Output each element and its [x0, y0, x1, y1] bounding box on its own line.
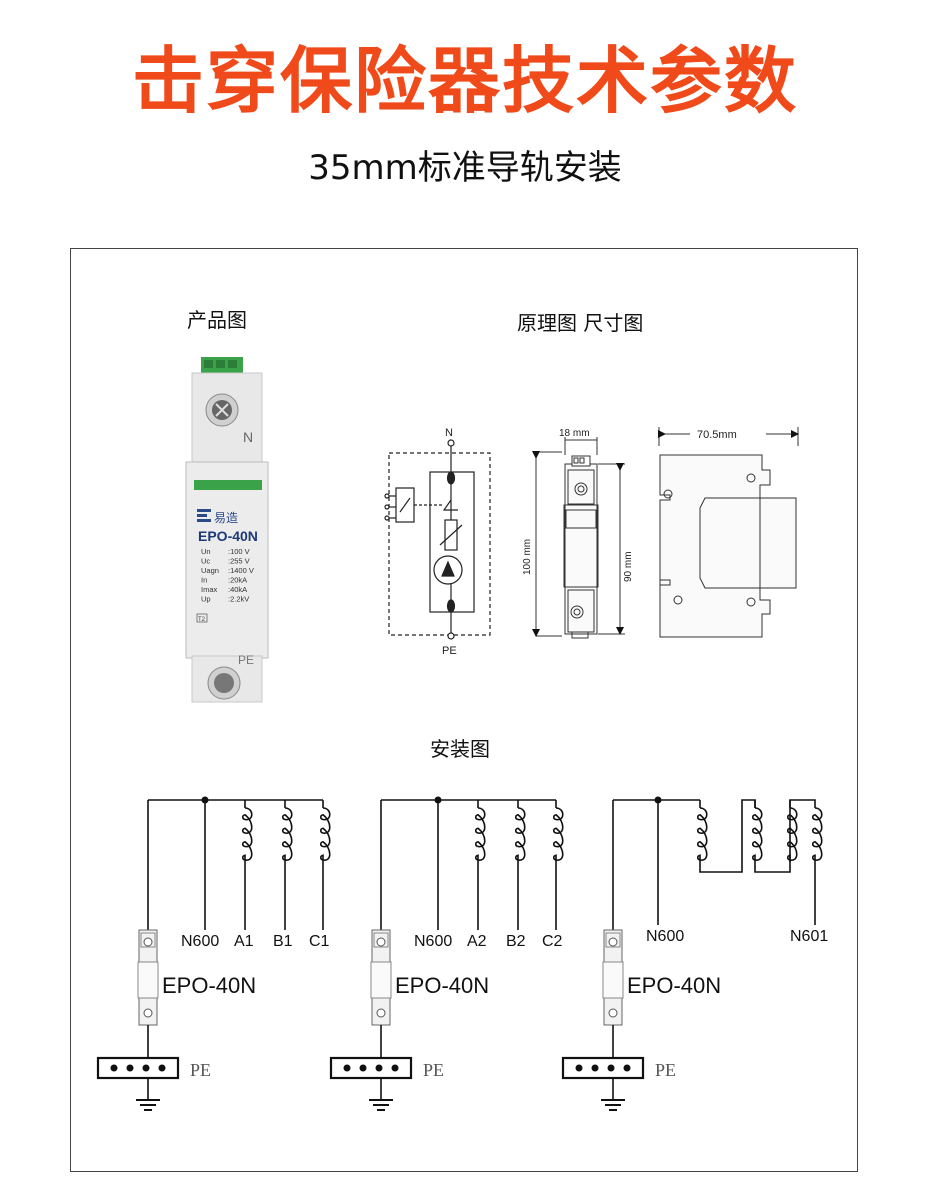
schematic-label-n: N	[445, 427, 453, 439]
install-pe-label: PE	[423, 1060, 444, 1080]
install-label: N600	[181, 933, 219, 950]
coil-icon	[474, 807, 486, 862]
install-label: N600	[646, 928, 684, 945]
coil-icon	[514, 807, 526, 862]
install-pe-label: PE	[655, 1060, 676, 1080]
spec-value: :40kA	[228, 585, 247, 594]
dim-width-front: 18 mm	[559, 428, 590, 439]
page-subtitle: 35mm标准导轨安装	[308, 148, 622, 188]
install-label: N600	[414, 933, 452, 950]
pe-busbar	[329, 1056, 413, 1080]
dim-height-body: 90 mm	[623, 551, 634, 582]
product-terminal-n: N	[243, 429, 253, 445]
schematic-label-pe: PE	[442, 645, 457, 657]
install-label: A1	[234, 933, 254, 950]
product-brand: 易造	[214, 511, 238, 525]
coil-icon	[696, 807, 708, 862]
coil-icon	[241, 807, 253, 862]
page-title: 击穿保险器技术参数	[131, 39, 798, 123]
install-label: B1	[273, 933, 293, 950]
dim-height-total: 100 mm	[522, 539, 533, 575]
spec-key: Imax	[201, 585, 218, 594]
spec-value: :1400 V	[228, 566, 254, 575]
spec-value: :100 V	[228, 547, 250, 556]
spec-key: Un	[201, 547, 211, 556]
coil-icon	[552, 807, 564, 862]
coil-icon	[319, 807, 331, 862]
dim-depth: 70.5mm	[697, 429, 737, 441]
install-label: B2	[506, 933, 526, 950]
install-label: C2	[542, 933, 563, 950]
install-pe-label: PE	[190, 1060, 211, 1080]
product-class-badge: T2	[198, 617, 206, 623]
spec-value: :20kA	[228, 576, 247, 585]
schematic	[384, 439, 491, 640]
spec-key: Uc	[201, 557, 210, 566]
install-device-label: EPO-40N	[627, 973, 721, 998]
coil-icon	[281, 807, 293, 862]
green-indicator	[194, 480, 262, 490]
install-device-label: EPO-40N	[162, 973, 256, 998]
install-label: C1	[309, 933, 330, 950]
pe-busbar	[96, 1056, 180, 1080]
install-device-label: EPO-40N	[395, 973, 489, 998]
coil-icon	[786, 807, 798, 862]
coil-icon	[811, 807, 823, 862]
spec-value: :2.2kV	[228, 595, 249, 604]
diagram-frame	[70, 248, 858, 1172]
product-terminal-pe: PE	[238, 653, 254, 667]
spec-key: Up	[201, 595, 211, 604]
dimension-side-view	[658, 427, 799, 638]
section-label-product: 产品图	[187, 308, 247, 332]
install-label: N601	[790, 928, 828, 945]
coil-icon	[751, 807, 763, 862]
product-photo: N 易造 EPO-40N Un :100 V Uc :255 V Uagn :1400 V…	[185, 357, 269, 703]
spec-key: In	[201, 576, 207, 585]
product-spec-table: Un :100 V Uc :255 V Uagn :1400 V In :20kA Imax :4…	[201, 547, 254, 604]
dimension-front-view	[532, 437, 625, 639]
pe-busbar	[561, 1056, 645, 1080]
install-label: A2	[467, 933, 487, 950]
section-label-schematic: 原理图 尺寸图	[517, 311, 644, 335]
product-model: EPO-40N	[198, 528, 258, 544]
spec-value: :255 V	[228, 557, 250, 566]
spec-key: Uagn	[201, 566, 219, 575]
section-label-install: 安装图	[430, 737, 490, 761]
